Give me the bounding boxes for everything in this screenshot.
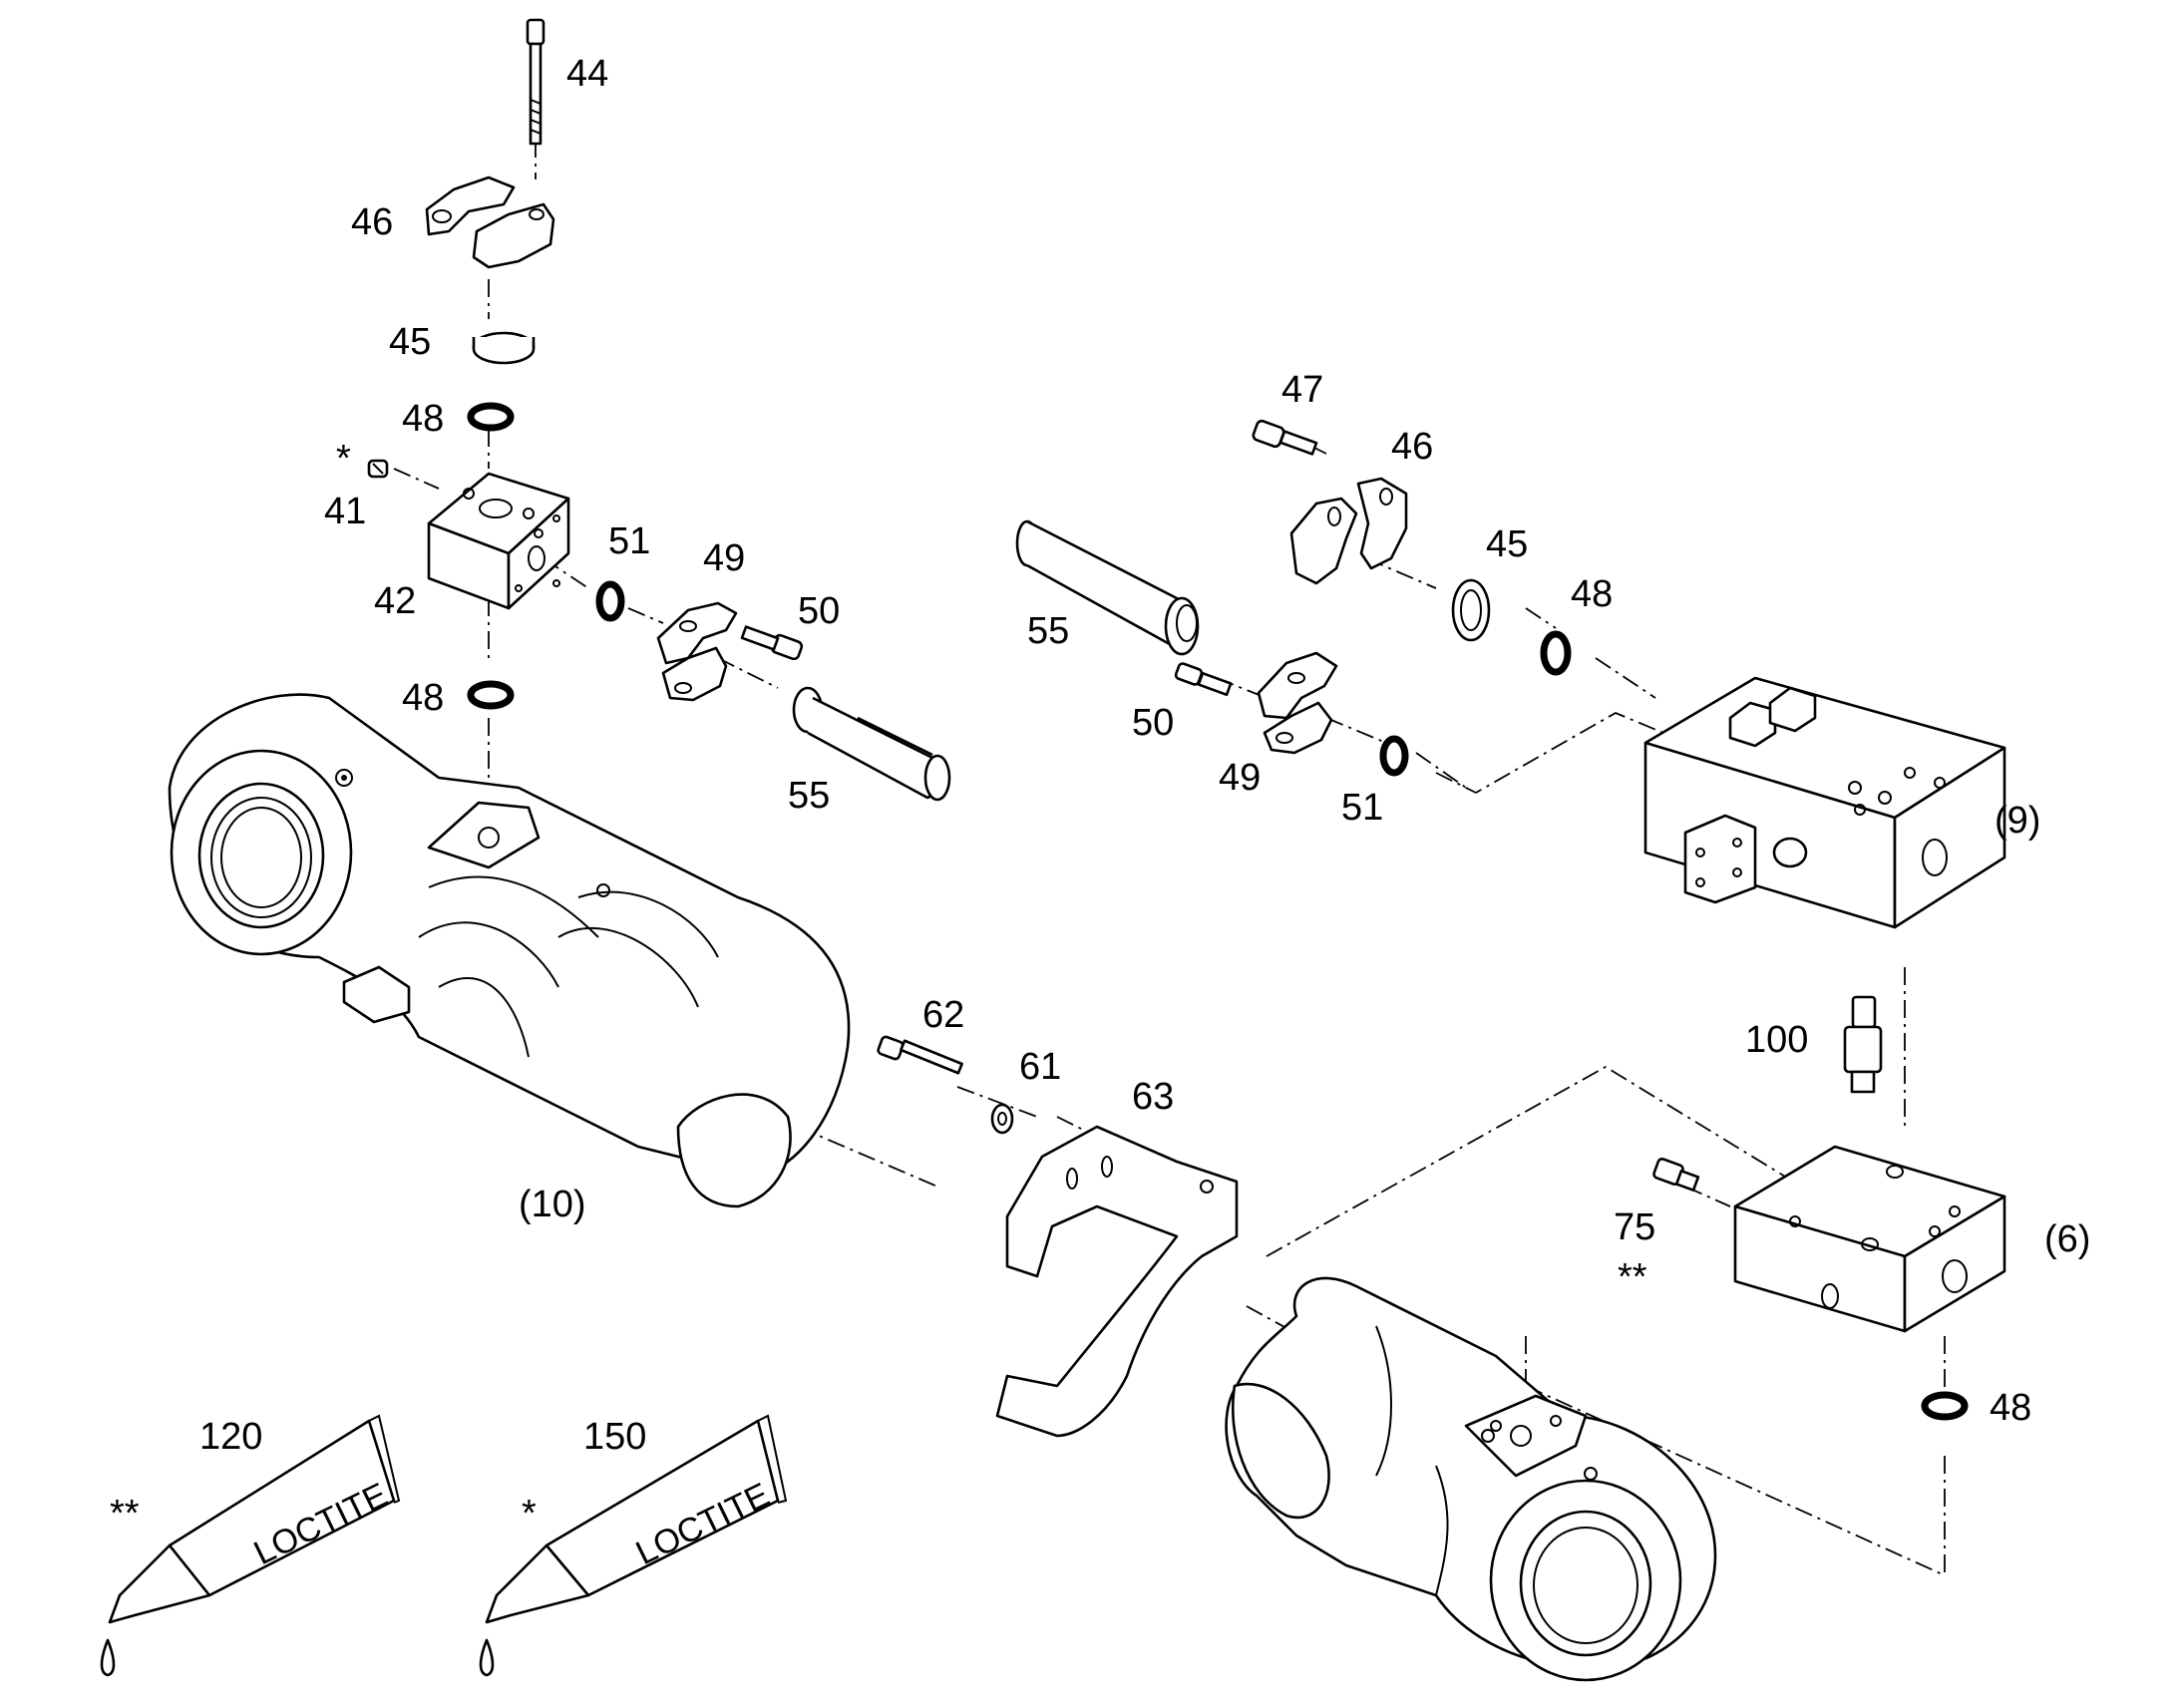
split-flange-49-right-icon	[1257, 651, 1338, 755]
label-48c: 48	[1571, 573, 1613, 615]
pipe-55-left-icon	[792, 686, 951, 802]
callout-labels: 44 46 45 48 * 41 42 48 51 49 50 55 47 46…	[110, 53, 2090, 1535]
o-ring-48-d-icon	[1921, 1391, 1969, 1421]
manifold-block-6-icon	[1733, 1145, 2006, 1333]
split-flange-46-right-icon	[1289, 477, 1408, 585]
bolt-50-left-icon	[740, 625, 804, 661]
label-120: 120	[199, 1416, 262, 1458]
washer-61-icon	[990, 1103, 1014, 1135]
fitting-75-icon	[1652, 1157, 1700, 1192]
label-41: 41	[324, 491, 366, 532]
label-61: 61	[1019, 1046, 1061, 1088]
label-42: 42	[374, 580, 416, 622]
valve-block-9-icon	[1643, 676, 2006, 929]
o-ring-48-b-icon	[467, 680, 515, 710]
label-150-mark: *	[522, 1493, 537, 1535]
pipe-55-right-icon	[1015, 519, 1200, 656]
label-48a: 48	[402, 398, 444, 440]
label-75-mark: **	[1618, 1256, 1647, 1298]
label-50b: 50	[1132, 702, 1174, 744]
seal-45-right-icon	[1451, 578, 1491, 642]
o-ring-51-b-icon	[1379, 735, 1409, 777]
label-75: 75	[1614, 1206, 1655, 1248]
label-49b: 49	[1219, 757, 1261, 799]
bolt-44-icon	[526, 18, 545, 146]
label-51a: 51	[608, 520, 650, 562]
cylinder-10-upper-icon	[168, 693, 851, 1208]
split-flange-46-top-icon	[425, 175, 555, 269]
label-50a: 50	[798, 590, 840, 632]
label-41-mark: *	[336, 438, 351, 480]
label-44: 44	[566, 53, 608, 95]
label-55b: 55	[1027, 610, 1069, 652]
label-45a: 45	[389, 321, 431, 363]
adapter-block-42-icon	[427, 472, 570, 610]
grub-screw-41-icon	[367, 459, 389, 479]
label-120-mark: **	[110, 1493, 140, 1535]
label-63: 63	[1132, 1076, 1174, 1118]
valve-cartridge-100-icon	[1843, 995, 1883, 1094]
bolt-50-right-icon	[1174, 662, 1233, 697]
label-55a: 55	[788, 775, 830, 817]
o-ring-51-a-icon	[595, 580, 625, 622]
label-10: (10)	[519, 1184, 586, 1225]
label-47: 47	[1281, 369, 1323, 411]
label-100: 100	[1745, 1019, 1808, 1061]
o-ring-48-a-icon	[467, 402, 515, 432]
cylinder-10-lower-icon	[1225, 1276, 1717, 1682]
label-62: 62	[922, 994, 964, 1036]
label-48d: 48	[1990, 1387, 2031, 1429]
seal-45-top-icon	[472, 331, 536, 365]
label-51b: 51	[1341, 787, 1383, 829]
label-45b: 45	[1486, 523, 1528, 565]
label-6: (6)	[2044, 1218, 2090, 1260]
bolt-47-icon	[1252, 419, 1318, 456]
bolt-62-icon	[877, 1035, 963, 1075]
label-9: (9)	[1995, 800, 2040, 842]
split-flange-49-left-icon	[656, 601, 738, 702]
label-48b: 48	[402, 677, 444, 719]
label-46a: 46	[351, 201, 393, 243]
label-46b: 46	[1391, 426, 1433, 468]
label-150: 150	[583, 1416, 646, 1458]
label-49a: 49	[703, 537, 745, 579]
clamp-63-icon	[995, 1125, 1239, 1438]
o-ring-48-c-icon	[1540, 630, 1572, 676]
